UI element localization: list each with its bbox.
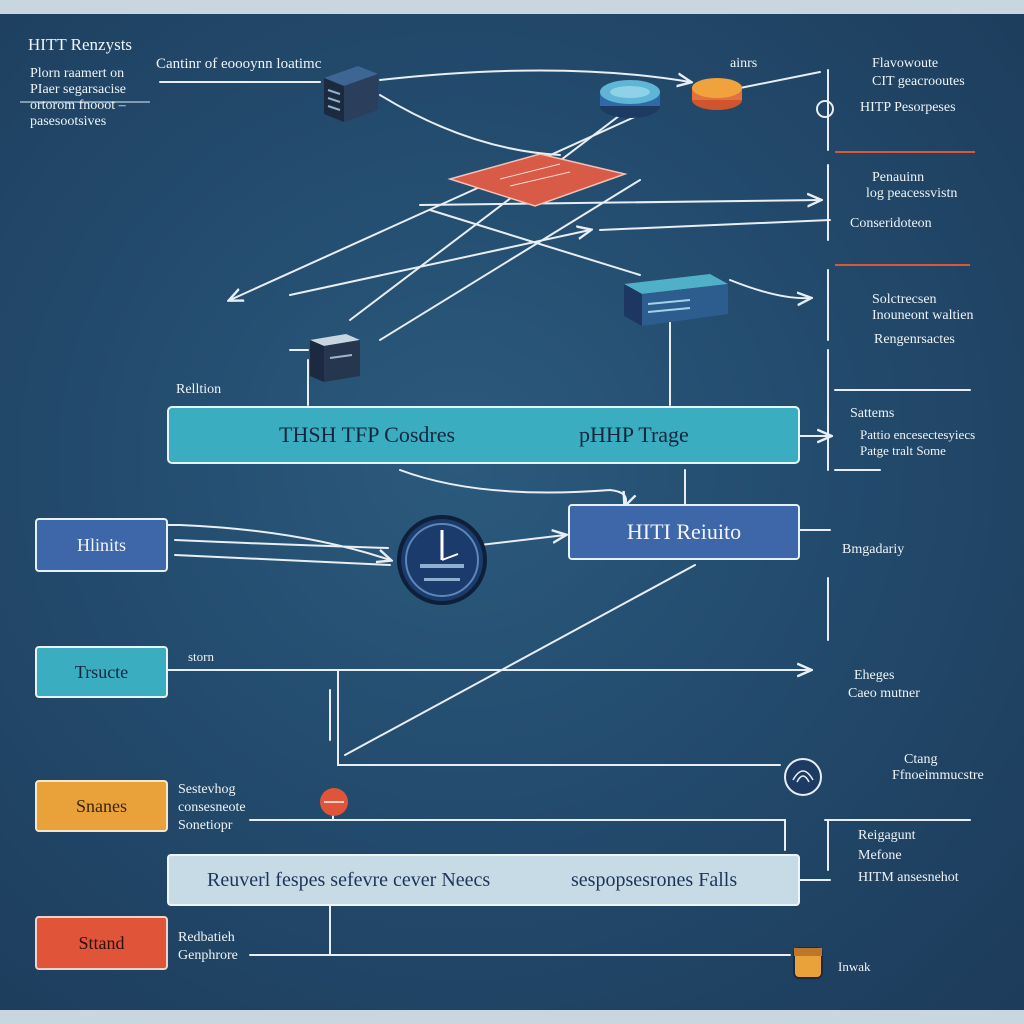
stand-note-2: Genphrore <box>178 948 238 963</box>
request-box[interactable]: HITI Reiuito <box>568 504 800 560</box>
right-label: Eheges <box>854 668 895 683</box>
request-box-label: HITI Reiuito <box>626 519 742 544</box>
header-note-4: pasesootsives <box>30 114 107 129</box>
connector-lines <box>20 69 975 956</box>
main-http-bar[interactable]: THSH TFP Cosdres pHHP Trage <box>167 406 800 464</box>
stand-box-label: Sttand <box>78 932 125 953</box>
right-label: Pattio encesectesyiecs <box>860 427 976 442</box>
clock-icon <box>397 515 487 605</box>
snanes-box-label: Snanes <box>76 795 127 816</box>
right-label: Patge tralt Some <box>860 443 946 458</box>
stop-marker-icon <box>320 788 348 816</box>
storn-label: storn <box>188 649 214 664</box>
right-label: Conseridoteon <box>850 216 932 231</box>
right-label: Caeo mutner <box>848 686 920 701</box>
server-small-icon <box>310 334 360 382</box>
main-bar-left-label: THSH TFP Cosdres <box>279 422 456 447</box>
trsucte-box-label: Trsucte <box>74 661 129 682</box>
header-note-3: ortorom fnooot – <box>30 98 126 113</box>
snanes-note-2: consesneote <box>178 800 246 815</box>
right-label: Bmgadariy <box>842 542 905 557</box>
right-label: Reigagunt <box>858 828 916 843</box>
trsucte-box[interactable]: Trsucte <box>35 646 168 698</box>
response-bar-left-label: Reuverl fespes sefevre cever Neecs <box>207 868 491 891</box>
top-right-label: ainrs <box>730 56 758 71</box>
right-label: CIT geacrooutes <box>872 74 965 89</box>
right-label: log peacessvistn <box>866 186 958 201</box>
header-note-1: Plorn raamert on <box>30 66 125 81</box>
diagram-canvas: HITT Renzysts Plorn raamert on PIaer seg… <box>0 14 1024 1010</box>
snanes-note-3: Sonetiopr <box>178 818 233 833</box>
jar-icon <box>793 947 823 979</box>
right-label: Inouneont waltien <box>872 308 974 323</box>
main-bar-right-label: pHHP Trage <box>579 422 689 447</box>
hints-box[interactable]: Hlinits <box>35 518 168 572</box>
right-label: Ffnoeimmucstre <box>892 768 984 783</box>
right-label: Rengenrsactes <box>874 332 955 347</box>
header-note-2: PIaer segarsacise <box>30 82 127 97</box>
stand-box[interactable]: Sttand <box>35 916 168 970</box>
header-title: HITT Renzysts <box>28 35 133 54</box>
database-disk-icon <box>600 80 660 118</box>
right-label: Mefone <box>858 848 902 863</box>
right-label: HITP Pesorpeses <box>860 100 956 115</box>
right-label: Penauinn <box>872 170 925 185</box>
right-label: Solctrecsen <box>872 292 937 307</box>
snanes-box[interactable]: Snanes <box>35 780 168 832</box>
storage-block-icon <box>624 274 728 326</box>
fingerprint-icon <box>784 758 822 796</box>
globe-icon <box>816 100 834 118</box>
stand-note-1: Redbatieh <box>178 930 235 945</box>
relation-label: Relltion <box>176 382 222 397</box>
right-label: Ctang <box>904 752 938 767</box>
right-label: Sattems <box>850 406 895 421</box>
server-icon <box>324 66 378 122</box>
center-top-label: Cantinr of eoooynn loatimc <box>156 56 322 72</box>
red-diamond-icon <box>447 154 628 207</box>
right-label: Flavowoute <box>872 56 939 71</box>
right-label: Inwak <box>838 959 871 974</box>
response-bar[interactable]: Reuverl fespes sefevre cever Neecs sespo… <box>167 854 800 906</box>
orange-disk-icon <box>692 78 742 110</box>
snanes-note-1: Sestevhog <box>178 782 236 797</box>
response-bar-right-label: sespopsesrones Falls <box>571 868 738 891</box>
hints-box-label: Hlinits <box>76 534 126 555</box>
right-label: HITM ansesnehot <box>858 870 959 885</box>
